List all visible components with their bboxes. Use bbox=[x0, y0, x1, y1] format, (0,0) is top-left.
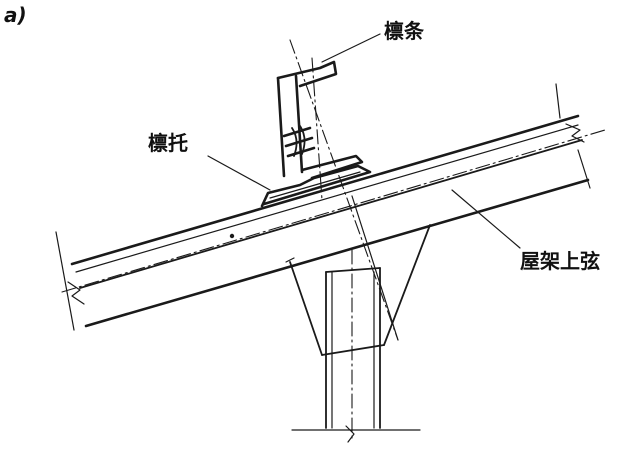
purlin-angle bbox=[276, 39, 399, 341]
label-purlin-support: 檩托 bbox=[148, 131, 188, 155]
leader-lines bbox=[207, 33, 521, 249]
label-purlin: 檩条 bbox=[384, 19, 425, 43]
gusset-plate bbox=[285, 224, 431, 356]
panel-label: a) bbox=[4, 3, 27, 27]
vertical-post bbox=[291, 195, 421, 443]
label-truss-top-chord: 屋架上弦 bbox=[520, 249, 600, 273]
truss-top-chord bbox=[55, 83, 606, 331]
